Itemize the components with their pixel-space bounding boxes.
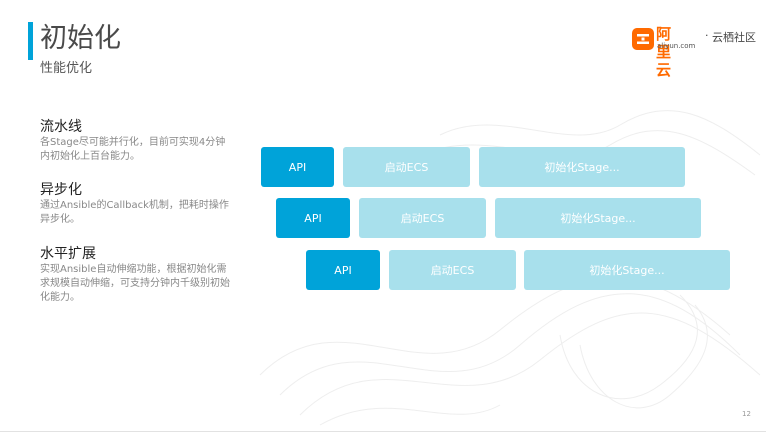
pipeline-start-ecs-box: 启动ECS: [343, 147, 470, 187]
aliyun-logo-icon: [632, 28, 654, 50]
feature-async: 异步化 通过Ansible的Callback机制，把耗时操作异步化。: [40, 181, 230, 227]
slide-subtitle: 性能优化: [40, 61, 93, 76]
logo-separator: ·: [705, 29, 709, 42]
logo-domain: aliyun.com: [657, 42, 696, 50]
bottom-divider: [0, 431, 766, 432]
pipeline-init-stage-box: 初始化Stage...: [524, 250, 730, 290]
feature-description: 通过Ansible的Callback机制，把耗时操作异步化。: [40, 200, 229, 225]
pipeline-api-box: API: [276, 198, 350, 238]
logo-name: 阿里云: [656, 25, 672, 79]
pipeline-init-stage-box: 初始化Stage...: [495, 198, 701, 238]
logo-community: 云栖社区: [712, 31, 756, 44]
pipeline-start-ecs-box: 启动ECS: [359, 198, 486, 238]
feature-title: 异步化: [40, 182, 82, 198]
feature-pipeline: 流水线 各Stage尽可能并行化，目前可实现4分钟内初始化上百台能力。: [40, 118, 230, 164]
page-number: 12: [742, 410, 751, 418]
slide-title: 初始化: [40, 23, 121, 54]
feature-description: 实现Ansible自动伸缩功能，根据初始化需求规模自动伸缩，可支持分钟内千级别初…: [40, 264, 230, 303]
title-accent-bar: [28, 22, 33, 60]
feature-title: 水平扩展: [40, 246, 96, 262]
background-swirl-art: [259, 110, 761, 426]
pipeline-api-box: API: [306, 250, 380, 290]
pipeline-init-stage-box: 初始化Stage...: [479, 147, 685, 187]
feature-scaling: 水平扩展 实现Ansible自动伸缩功能，根据初始化需求规模自动伸缩，可支持分钟…: [40, 245, 230, 305]
pipeline-api-box: API: [261, 147, 334, 187]
pipeline-start-ecs-box: 启动ECS: [389, 250, 516, 290]
feature-description: 各Stage尽可能并行化，目前可实现4分钟内初始化上百台能力。: [40, 137, 226, 162]
feature-title: 流水线: [40, 119, 82, 135]
